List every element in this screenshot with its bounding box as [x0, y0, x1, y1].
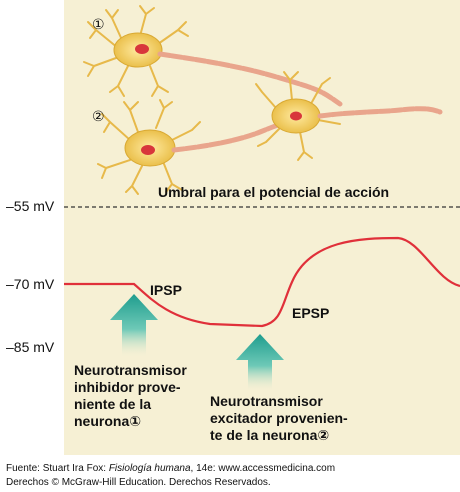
- neuron-1: [83, 5, 343, 107]
- copyright-line: Derechos © McGraw-Hill Education. Derech…: [6, 477, 271, 488]
- voltage-label-55: –55 mV: [6, 198, 55, 214]
- book-title: Fisiología humana: [108, 463, 191, 474]
- source-suffix: , 14e: www.accessmedicina.com: [190, 463, 336, 474]
- voltage-label-70: –70 mV: [6, 276, 55, 292]
- neuron-2: [97, 99, 293, 195]
- neuron-2-marker: ②: [92, 108, 105, 124]
- membrane-potential-trace: [64, 236, 460, 328]
- inhibitory-arrow: [110, 294, 158, 358]
- source-line: Fuente: Stuart Ira Fox: Fisiología human…: [6, 462, 335, 475]
- voltage-label-85: –85 mV: [6, 339, 55, 355]
- threshold-label: Umbral para el potencial de acción: [158, 184, 390, 200]
- neuron-1-marker: ①: [92, 16, 105, 32]
- source-prefix: Fuente: Stuart Ira Fox:: [6, 463, 109, 474]
- excitatory-arrow: [236, 334, 284, 392]
- ipsp-label: IPSP: [150, 282, 182, 298]
- inhibitory-caption: Neurotransmisor inhibidor prove- niente …: [74, 362, 187, 429]
- excitatory-caption: Neurotransmisor excitador provenien- te …: [210, 393, 348, 443]
- epsp-label: EPSP: [292, 305, 330, 321]
- neuron-postsynaptic: [255, 71, 443, 161]
